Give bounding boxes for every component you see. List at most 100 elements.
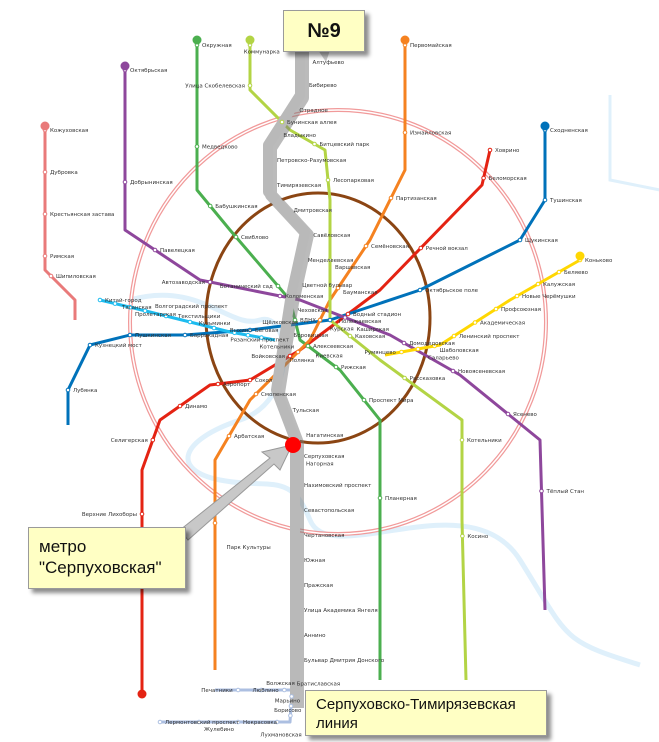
station-dot — [287, 353, 293, 359]
station-label: Нагорная — [306, 461, 334, 467]
station-label: Волжская — [266, 681, 295, 687]
station-label: Октябрьское поле — [425, 288, 479, 294]
station-dot — [48, 273, 54, 279]
station-label: Ховрино — [495, 148, 520, 154]
station-label: Семёновская — [371, 244, 409, 250]
station-dot — [305, 343, 311, 349]
station-label: Выхино — [230, 328, 253, 334]
station-label: Тульская — [292, 408, 319, 414]
mcc-ring-inner — [129, 109, 547, 535]
station-dot — [253, 391, 259, 397]
station-label: Беговая — [255, 328, 278, 334]
station-label: Некрасовка — [243, 720, 277, 726]
station-label: Измайловская — [410, 130, 451, 137]
station-dot — [232, 330, 237, 336]
station-dot — [194, 144, 200, 149]
station-label: Братиславская — [297, 681, 341, 687]
station-label: Беляево — [564, 270, 589, 276]
station-dot — [42, 211, 48, 217]
station-label: Сокол — [255, 378, 273, 384]
line-badge-10 — [245, 35, 255, 45]
line-badge-1 — [137, 689, 147, 699]
station-dot — [295, 349, 301, 355]
station-label: Каширская — [357, 327, 389, 333]
station-dot — [127, 304, 133, 310]
station-dot — [187, 319, 193, 325]
station-dot — [245, 332, 251, 338]
station-label: Лубянка — [73, 388, 97, 394]
station-label: Аэропорт — [223, 382, 251, 388]
station-label: Павелецкая — [160, 248, 195, 254]
station-label: Речной вокзал — [426, 245, 468, 252]
station-label: Люблино — [252, 688, 279, 694]
station-label: Волгоградский проспект — [155, 303, 228, 310]
station-dot — [539, 488, 544, 494]
station-label: Улица Академика Янгеля — [304, 608, 378, 614]
station-dot — [335, 285, 341, 291]
station-label: Курская — [330, 327, 354, 333]
station-label: Баррикадная — [190, 333, 228, 339]
station-dot — [150, 437, 156, 443]
station-dot — [402, 375, 407, 381]
station-dot — [363, 243, 369, 249]
station-dot — [233, 234, 239, 240]
station-dot — [342, 315, 348, 320]
station-dot — [402, 130, 408, 135]
station-label: Водный стадион — [353, 311, 402, 318]
station-label: Партизанская — [396, 196, 437, 202]
station-label: Лермонтовский проспект — [165, 719, 240, 726]
station-label: Домодедовская — [409, 341, 455, 347]
line-9-highlight — [263, 45, 310, 705]
station-label: Котельники — [467, 438, 502, 444]
station-label: Чеховская — [297, 308, 327, 314]
station-label: Отрадное — [299, 108, 328, 114]
station-label: Южная — [304, 558, 325, 564]
station-label: Арбатская — [234, 434, 264, 440]
callout-pointer — [318, 50, 330, 62]
station-dot — [472, 320, 478, 325]
station-label: Китай-город — [105, 297, 142, 304]
station-dot — [417, 287, 423, 293]
station-dot — [333, 364, 339, 370]
station-dot — [277, 293, 283, 299]
station-label: Алексеевская — [313, 344, 353, 350]
station-label: Тимирязевская — [276, 183, 321, 189]
station-label: Котельники — [260, 344, 295, 350]
station-dot — [42, 253, 48, 259]
station-dot — [289, 694, 294, 699]
station-dot — [451, 333, 457, 339]
station-dot — [258, 687, 264, 693]
station-label: Улица Скобелевская — [185, 84, 245, 90]
station-dot — [505, 411, 511, 417]
station-label: Римская — [50, 254, 74, 260]
station-label: Румянцево — [365, 350, 397, 356]
station-label: Автозаводская — [162, 280, 205, 286]
station-dot — [142, 308, 148, 314]
station-label: Рижская — [341, 365, 366, 371]
serpukhovskaya-marker — [285, 437, 301, 453]
station-label: Добрынинская — [130, 180, 173, 186]
line-badge-2 — [192, 35, 202, 45]
station-label: Динамо — [185, 404, 208, 410]
moskva-river — [129, 292, 641, 668]
station-label: Октябрьская — [130, 68, 167, 74]
station-label: Коломенская — [285, 294, 323, 300]
station-label: Рязанский проспект — [230, 336, 290, 343]
station-dot — [517, 237, 523, 243]
line-badge-6 — [400, 35, 410, 45]
station-dot — [312, 141, 317, 147]
station-label: Коньково — [585, 258, 613, 264]
station-dot — [345, 311, 351, 317]
station-label: Косино — [467, 534, 488, 540]
station-dot — [361, 397, 367, 403]
station-label: Аннино — [304, 633, 326, 639]
station-dot — [235, 687, 241, 693]
station-label: Полянка — [290, 358, 315, 364]
station-label: Селигерская — [111, 438, 148, 444]
station-dot — [288, 703, 294, 709]
station-label: Чертановская — [304, 533, 344, 539]
station-label: Кузьминки — [199, 321, 231, 327]
station-dot — [399, 349, 404, 355]
station-dot — [347, 333, 353, 339]
station-label: Серпуховская — [304, 454, 344, 460]
